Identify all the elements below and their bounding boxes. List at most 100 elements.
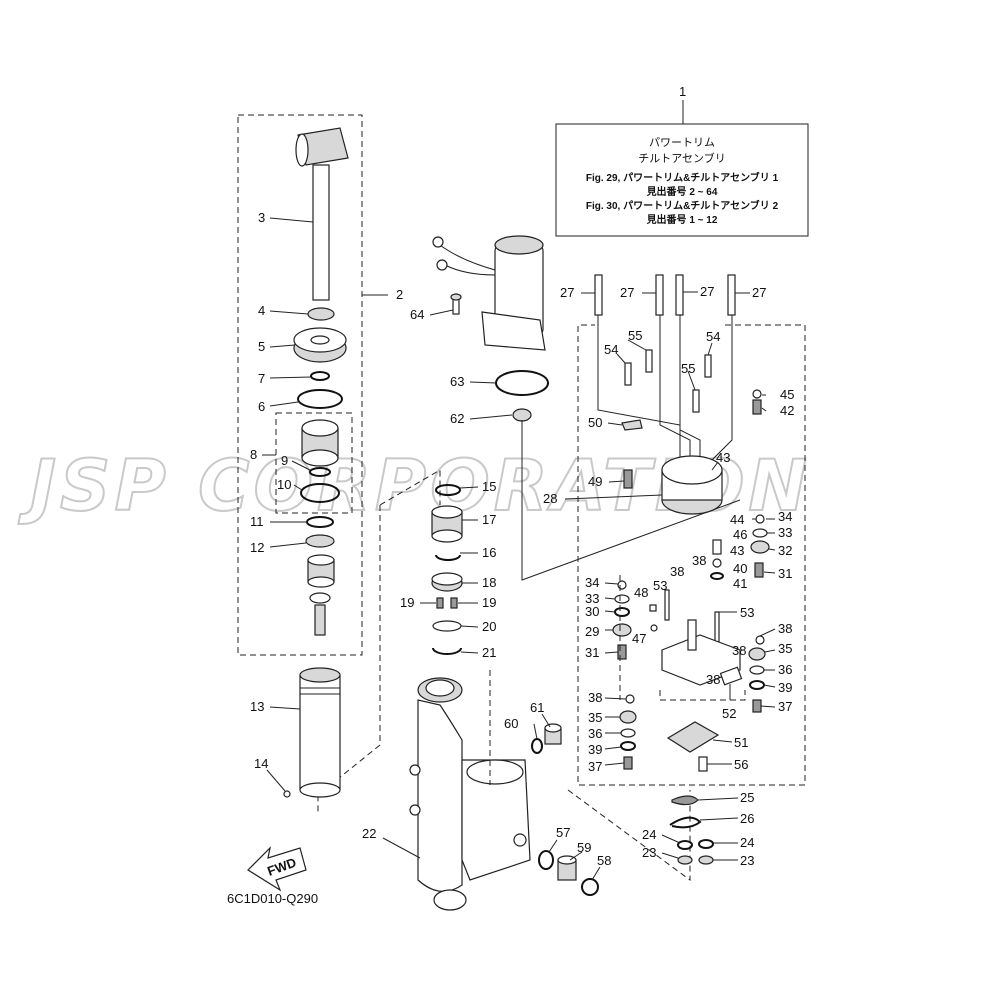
valve-59 [557, 855, 577, 881]
callout-38a: 38 [692, 553, 706, 568]
callout-36a: 36 [588, 726, 602, 741]
dust-seal [307, 307, 335, 321]
ball-14 [283, 790, 291, 798]
callout-38d: 38 [732, 643, 746, 658]
callout-38c: 38 [778, 621, 792, 636]
callout-7: 7 [258, 371, 265, 386]
callout-32: 32 [778, 543, 792, 558]
callout-23b: 23 [740, 853, 754, 868]
pump-group [577, 274, 806, 786]
note-line-2: チルトアセンブリ [638, 151, 725, 165]
callout-38e: 38 [706, 672, 720, 687]
callout-40: 40 [733, 561, 747, 576]
o-ring-57 [538, 850, 554, 870]
o-ring-10 [300, 483, 340, 503]
callout-35b: 35 [778, 641, 792, 656]
callout-64: 64 [410, 307, 424, 322]
circlip-21 [432, 647, 462, 655]
callout-29: 29 [585, 624, 599, 639]
o-ring-15 [435, 484, 461, 496]
callout-58: 58 [597, 853, 611, 868]
gear-pump [661, 619, 741, 686]
callout-21: 21 [482, 645, 496, 660]
piston-valve [305, 534, 335, 636]
plate-52 [719, 666, 743, 686]
callout-55b: 55 [681, 361, 695, 376]
callout-33a: 33 [585, 591, 599, 606]
callout-36b: 36 [778, 662, 792, 677]
callout-37a: 37 [588, 759, 602, 774]
callout-17: 17 [482, 512, 496, 527]
callout-3: 3 [258, 210, 265, 225]
washer-20 [432, 620, 462, 632]
callout-60: 60 [504, 716, 518, 731]
part-25 [671, 795, 699, 806]
spring-19b [450, 597, 458, 609]
callout-10: 10 [277, 477, 291, 492]
callout-46: 46 [733, 527, 747, 542]
callout-31b: 31 [778, 566, 792, 581]
o-ring-24b [698, 839, 714, 849]
callout-30: 30 [585, 604, 599, 619]
callout-63: 63 [450, 374, 464, 389]
callout-54a: 54 [604, 342, 618, 357]
tilt-rod [295, 127, 349, 301]
callout-26: 26 [740, 811, 754, 826]
callout-45: 45 [780, 387, 794, 402]
callouts: 3 2 4 5 7 6 8 9 10 11 12 13 14 15 17 16 … [250, 210, 794, 881]
note-line-6: 見出番号 1 ~ 12 [646, 213, 718, 226]
callout-11: 11 [250, 514, 264, 529]
callout-44: 44 [730, 512, 744, 527]
filter-62 [512, 408, 532, 422]
callout-43a: 43 [716, 450, 730, 465]
washer-23b [698, 855, 714, 865]
part-26 [669, 816, 702, 829]
callout-27c: 27 [700, 284, 714, 299]
callout-51: 51 [734, 735, 748, 750]
callout-2: 2 [396, 287, 403, 302]
callout-62: 62 [450, 411, 464, 426]
tilt-ram-group [237, 114, 441, 815]
free-piston [431, 505, 463, 543]
note-line-1: パワートリム [649, 136, 715, 149]
spring-42 [752, 399, 762, 415]
callout-39a: 39 [588, 742, 602, 757]
callout-47: 47 [632, 631, 646, 646]
cylinder-cap [293, 327, 347, 363]
valve-18 [431, 572, 463, 592]
callout-13: 13 [250, 699, 264, 714]
callout-15: 15 [482, 479, 496, 494]
snap-ring-16 [435, 554, 461, 561]
callout-57: 57 [556, 825, 570, 840]
callout-1: 1 [679, 84, 686, 99]
callout-4: 4 [258, 303, 265, 318]
callout-25: 25 [740, 790, 754, 805]
callout-56: 56 [734, 757, 748, 772]
callout-38f: 38 [588, 690, 602, 705]
motor-group [432, 235, 741, 581]
callout-19a: 19 [400, 595, 414, 610]
o-ring-9 [309, 467, 331, 477]
valve-61 [544, 723, 562, 745]
piston [301, 419, 339, 467]
callout-9: 9 [281, 453, 288, 468]
note-line-5: Fig. 30, パワートリム&チルトアセンブリ 2 [586, 199, 779, 212]
o-ring-24a [677, 840, 693, 850]
callout-8: 8 [250, 447, 257, 462]
o-ring-large [297, 389, 343, 409]
o-ring-63 [495, 370, 549, 396]
callout-61: 61 [530, 700, 544, 715]
callout-28: 28 [543, 491, 557, 506]
callout-34b: 34 [778, 509, 792, 524]
callout-52: 52 [722, 706, 736, 721]
callout-16: 16 [482, 545, 496, 560]
callout-27d: 27 [752, 285, 766, 300]
bottom-parts [669, 795, 714, 865]
fwd-arrow: FWD [247, 846, 307, 892]
pump-housing [661, 455, 723, 515]
callout-5: 5 [258, 339, 265, 354]
callout-33b: 33 [778, 525, 792, 540]
callout-14: 14 [254, 756, 268, 771]
callout-27b: 27 [620, 285, 634, 300]
